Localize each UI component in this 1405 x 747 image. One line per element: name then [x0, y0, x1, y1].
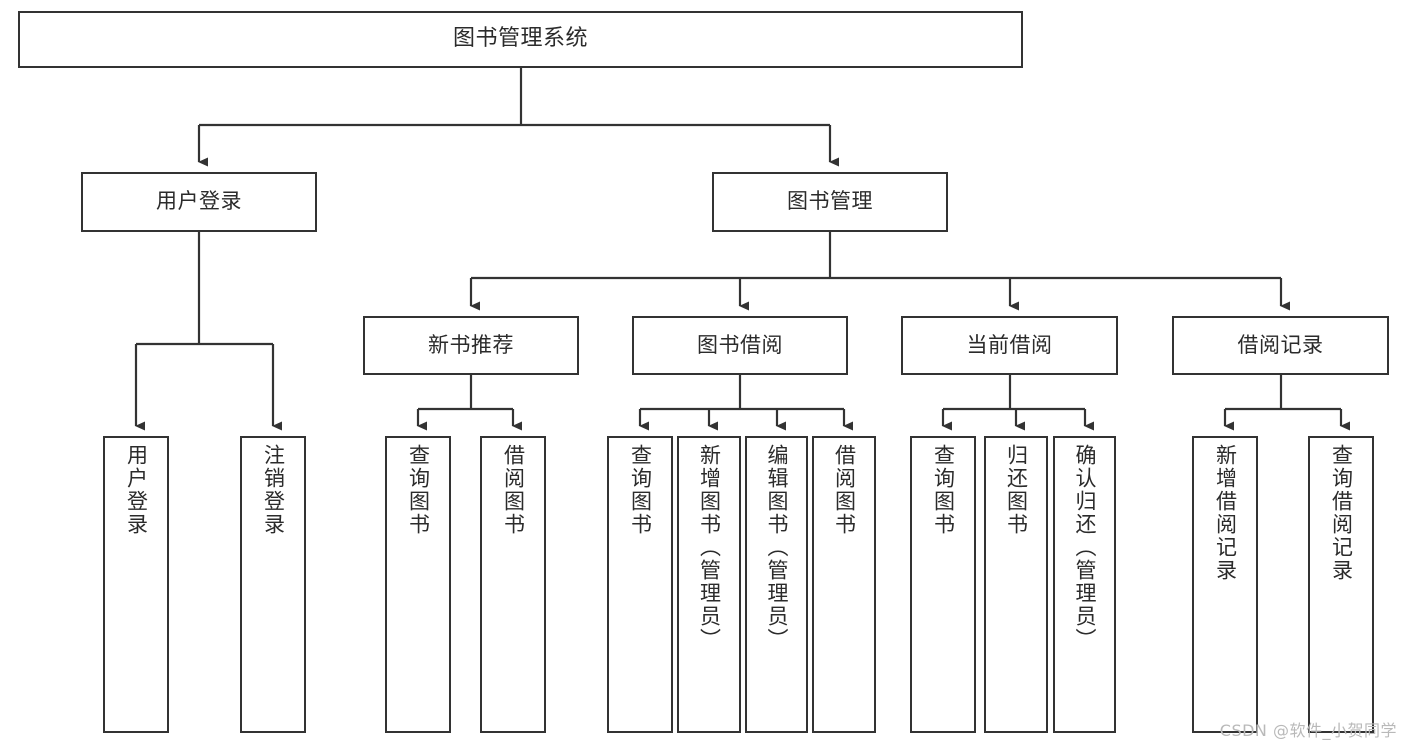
node-label: 查询图书 [931, 444, 956, 536]
node-borrow-record[interactable]: 借阅记录 [1172, 316, 1389, 375]
node-label: 用户登录 [124, 444, 149, 536]
node-leaf-query-book-1[interactable]: 查询图书 [385, 436, 451, 733]
node-label: 新书推荐 [428, 332, 514, 357]
node-label: 借阅图书 [832, 444, 857, 536]
node-label: 查询借阅记录 [1329, 444, 1354, 582]
node-label: 当前借阅 [966, 332, 1053, 357]
node-root[interactable]: 图书管理系统 [18, 11, 1023, 68]
node-user-login[interactable]: 用户登录 [81, 172, 317, 232]
node-label: 用户登录 [156, 189, 242, 214]
node-label: 借阅图书 [501, 444, 526, 536]
node-leaf-add-book[interactable]: 新增图书（管理员） [677, 436, 741, 733]
node-book-manage[interactable]: 图书管理 [712, 172, 948, 232]
node-leaf-confirm-return[interactable]: 确认归还（管理员） [1053, 436, 1116, 733]
node-leaf-query-book-3[interactable]: 查询图书 [910, 436, 976, 733]
watermark-text: CSDN @软件_小贺同学 [1219, 721, 1397, 740]
node-leaf-query-record[interactable]: 查询借阅记录 [1308, 436, 1374, 733]
node-label: 归还图书 [1004, 444, 1029, 536]
node-new-book-rec[interactable]: 新书推荐 [363, 316, 579, 375]
node-label: 查询图书 [406, 444, 431, 536]
node-label: 查询图书 [628, 444, 653, 536]
node-label: 确认归还（管理员） [1073, 444, 1097, 651]
node-book-borrow[interactable]: 图书借阅 [632, 316, 848, 375]
node-label: 图书借阅 [697, 332, 783, 357]
node-label: 图书管理 [787, 189, 873, 214]
node-leaf-user-login[interactable]: 用户登录 [103, 436, 169, 733]
node-leaf-query-book-2[interactable]: 查询图书 [607, 436, 673, 733]
node-leaf-borrow-book-2[interactable]: 借阅图书 [812, 436, 876, 733]
node-label: 编辑图书（管理员） [765, 444, 789, 651]
node-label: 借阅记录 [1237, 332, 1324, 357]
node-label: 注销登录 [261, 444, 286, 536]
node-leaf-borrow-book-1[interactable]: 借阅图书 [480, 436, 546, 733]
node-leaf-return-book[interactable]: 归还图书 [984, 436, 1048, 733]
node-current-borrow[interactable]: 当前借阅 [901, 316, 1118, 375]
node-label: 新增图书（管理员） [697, 444, 722, 651]
node-leaf-user-logout[interactable]: 注销登录 [240, 436, 306, 733]
node-label: 图书管理系统 [452, 26, 588, 52]
node-leaf-edit-book[interactable]: 编辑图书（管理员） [745, 436, 808, 733]
node-label: 新增借阅记录 [1213, 444, 1238, 582]
node-leaf-add-record[interactable]: 新增借阅记录 [1192, 436, 1258, 733]
